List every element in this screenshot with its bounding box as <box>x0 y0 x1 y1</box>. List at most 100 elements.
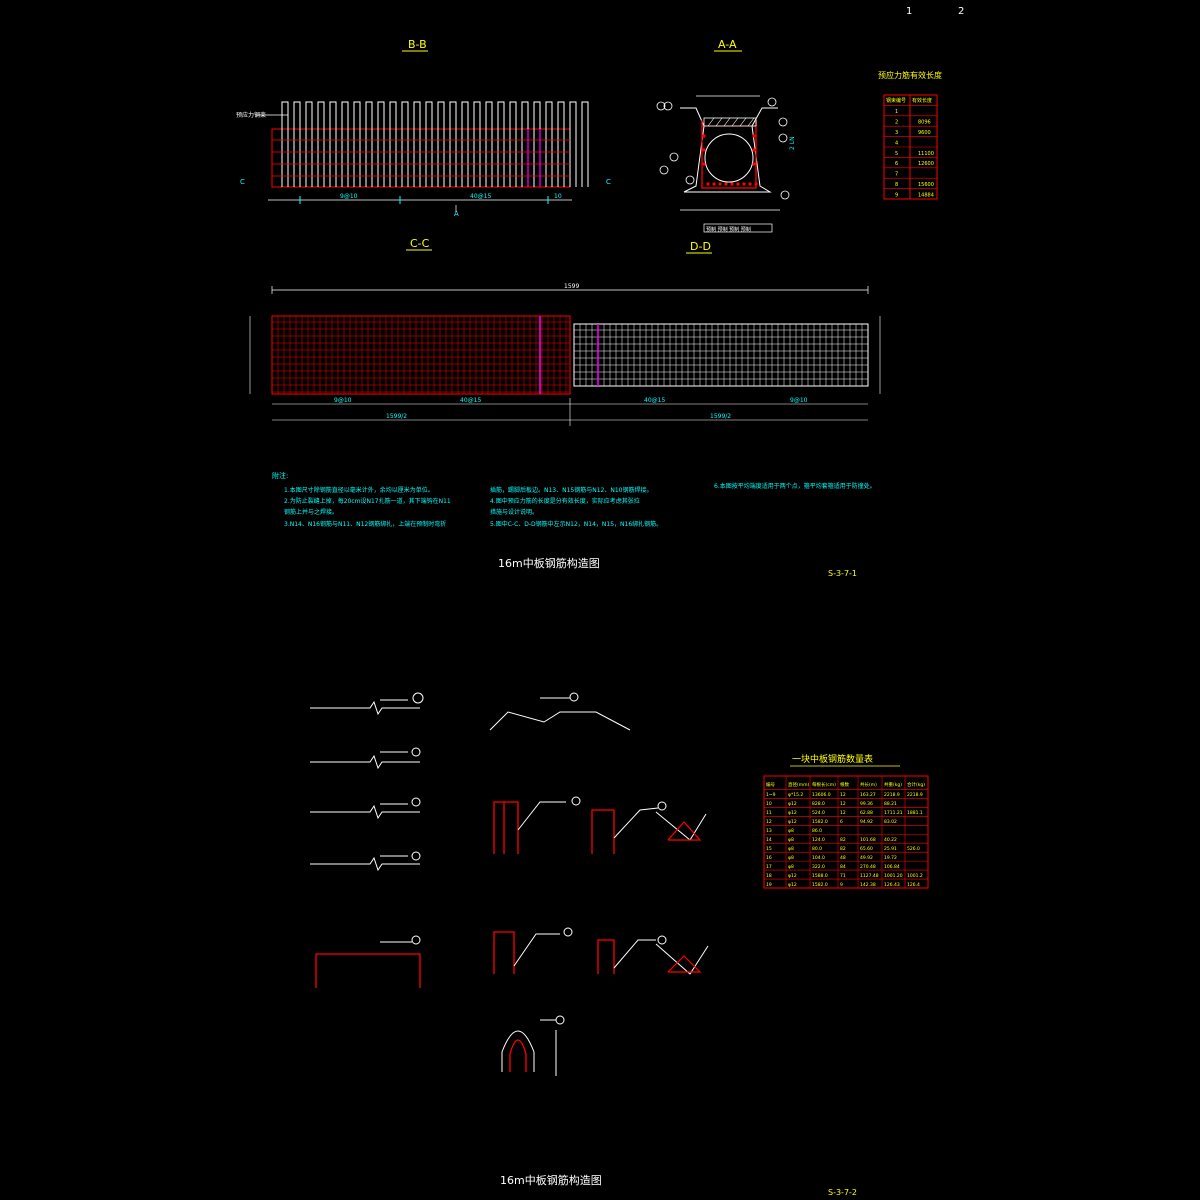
quantity-cell: 16 <box>766 855 772 861</box>
quantity-cell: 25.91 <box>884 846 897 852</box>
prestress-row-id: 6 <box>895 161 898 167</box>
prestress-row-id: 3 <box>895 130 898 136</box>
svg-text:40@15: 40@15 <box>470 193 491 200</box>
svg-text:预制 预制 预制 预制: 预制 预制 预制 预制 <box>706 226 751 233</box>
quantity-cell: 6 <box>840 819 843 825</box>
section-aa-drawing: A-A 预制 预制 预制 预制 D-D 2 LN <box>656 38 796 254</box>
quantity-cell: 86.0 <box>812 828 822 834</box>
prestress-row-length: 12600 <box>918 161 934 167</box>
section-aa-label: A-A <box>718 38 737 51</box>
quantity-cell: 48 <box>840 855 846 861</box>
rebar-shapes <box>310 692 709 1076</box>
quantity-cell: 828.0 <box>812 801 825 807</box>
quantity-cell: 82 <box>840 837 846 843</box>
prestress-row-id: 5 <box>895 151 898 157</box>
sheet2-title: 16m中板钢筋构造图 <box>500 1173 602 1187</box>
quantity-header: 共重(kg) <box>884 781 902 788</box>
quantity-header: 根数 <box>840 781 849 788</box>
note-2-4: 5.图中C-C、D-D钢筋中左示N12，N14，N15，N16绑扎钢筋。 <box>490 520 662 528</box>
svg-text:C: C <box>606 178 611 186</box>
quantity-cell: φ8 <box>788 837 794 843</box>
page-number-1: 1 <box>906 6 912 17</box>
page-number-2: 2 <box>958 6 964 17</box>
quantity-cell: 13 <box>766 828 772 834</box>
quantity-cell: 1127.48 <box>860 873 879 879</box>
quantity-cell: φ12 <box>788 801 797 807</box>
quantity-cell: 12 <box>840 810 846 816</box>
quantity-cell: 84 <box>840 864 846 870</box>
quantity-cell: φ8 <box>788 846 794 852</box>
quantity-cell: φ12 <box>788 810 797 816</box>
prestress-table-title: 预应力筋有效长度 <box>878 70 942 80</box>
quantity-cell: 270.48 <box>860 864 876 870</box>
quantity-cell: 104.0 <box>812 855 825 861</box>
quantity-cell: 2218.9 <box>884 792 900 798</box>
quantity-header: 编号 <box>766 781 775 788</box>
quantity-header: 合计(kg) <box>907 781 925 788</box>
quantity-cell: 1588.0 <box>812 873 828 879</box>
svg-text:A: A <box>454 210 459 218</box>
section-bb-drawing: B-B 9@10 40@15 10 C C A 预应力钢束 <box>236 38 611 218</box>
quantity-cell: 19.72 <box>884 855 897 861</box>
quantity-cell: φ12 <box>788 819 797 825</box>
quantity-cell: 12 <box>840 792 846 798</box>
prestress-row-length: 11100 <box>918 151 934 157</box>
section-bb-label: B-B <box>408 38 427 51</box>
quantity-cell: φ12 <box>788 882 797 888</box>
quantity-cell: 49.92 <box>860 855 873 861</box>
prestress-row-id: 9 <box>895 192 898 198</box>
sheet1-number: S-3-7-1 <box>828 569 857 578</box>
quantity-cell: 11 <box>766 810 772 816</box>
note-3-1: 6.本图按平均端度适用于两个点，箍平均套箍适用于防撞处。 <box>714 482 876 490</box>
svg-text:10: 10 <box>554 193 562 200</box>
quantity-cell: φ12 <box>788 873 797 879</box>
svg-text:1599/2: 1599/2 <box>386 413 407 420</box>
note-2-3: 措施与设计说明。 <box>490 508 538 516</box>
quantity-cell: 62.88 <box>860 810 873 816</box>
quantity-cell: 83.02 <box>884 819 897 825</box>
note-1-2: 2.为防止裂缝上掉，每20cm设N17扎筋一道，其下端钩在N11 <box>284 497 451 505</box>
svg-text:9@10: 9@10 <box>790 397 808 404</box>
quantity-cell: 1582.0 <box>812 882 828 888</box>
prestress-row-id: 4 <box>895 140 898 146</box>
prestress-row-length: 15600 <box>918 182 934 188</box>
note-1-1: 1.本图尺寸除钢筋直径以毫米计外，余均以厘米为单位。 <box>284 486 434 494</box>
quantity-cell: φ8 <box>788 864 794 870</box>
quantity-cell: 88.21 <box>884 801 897 807</box>
svg-text:9@10: 9@10 <box>340 193 358 200</box>
svg-text:C: C <box>240 178 245 186</box>
quantity-cell: φ8 <box>788 828 794 834</box>
quantity-cell: 142.38 <box>860 882 876 888</box>
prestress-row-id: 1 <box>895 109 898 115</box>
section-dd-label: D-D <box>690 240 711 253</box>
quantity-cell: 82 <box>840 846 846 852</box>
quantity-cell: φ*15.2 <box>788 792 803 798</box>
quantity-cell: 40.22 <box>884 837 897 843</box>
quantity-cell: 12 <box>840 801 846 807</box>
svg-text:9@10: 9@10 <box>334 397 352 404</box>
quantity-header: 共长(m) <box>860 781 877 788</box>
notes-title: 附注: <box>272 471 288 480</box>
prestress-row-id: 2 <box>895 120 898 126</box>
quantity-cell: 65.60 <box>860 846 873 852</box>
quantity-cell: 524.0 <box>812 810 825 816</box>
quantity-cell: 126.43 <box>884 882 900 888</box>
section-cc-label: C-C <box>410 237 430 250</box>
section-cc-drawing: C-C 1599 9@10 40@15 40@15 9@10 1599/2 15… <box>249 237 881 426</box>
note-1-3: 钢筋上并与之焊接。 <box>284 508 338 516</box>
svg-text:1599/2: 1599/2 <box>710 413 731 420</box>
quantity-cell: 9 <box>840 882 843 888</box>
sheet2-number: S-3-7-2 <box>828 1188 857 1197</box>
quantity-header: 直径(mm) <box>788 781 810 788</box>
prestress-row-id: 8 <box>895 182 898 188</box>
quantity-cell: 1~9 <box>766 792 776 798</box>
rebar-quantity-table: 一块中板钢筋数量表 编号直径(mm)每根长(cm)根数共长(m)共重(kg)合计… <box>763 753 929 889</box>
quantity-cell: 2218.9 <box>907 792 923 798</box>
quantity-cell: 19 <box>766 882 772 888</box>
quantity-cell: 163.27 <box>860 792 876 798</box>
quantity-cell: 526.0 <box>907 846 920 852</box>
svg-text:40@15: 40@15 <box>460 397 481 404</box>
quantity-cell: 1001.2 <box>907 873 923 879</box>
